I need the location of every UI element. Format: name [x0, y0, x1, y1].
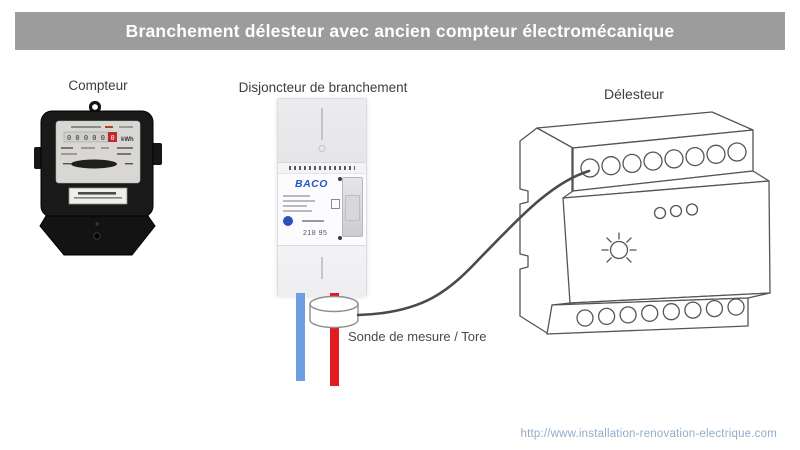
meter-register-unit: kWh: [121, 137, 134, 143]
breaker-screw-icon: [338, 177, 342, 181]
meter-cover-screw: [93, 232, 101, 240]
indicator-holes: [653, 203, 699, 220]
breaker-toggle-lever: [342, 177, 363, 237]
breaker-bottom-panel: [278, 245, 366, 296]
breaker-brand-logo: BACO: [295, 178, 328, 190]
breaker-top-panel: [278, 99, 366, 163]
din-side-wall: [519, 127, 573, 334]
breaker-screw-slot-icon: [321, 108, 323, 140]
breaker-label-panel: BACO 218 95: [278, 173, 366, 245]
meter-hook: [88, 100, 102, 114]
footer-url-link[interactable]: http://www.installation-renovation-elect…: [520, 428, 777, 440]
meter-right-clamp: [152, 143, 162, 165]
current-sensor-tore-illustration: [309, 295, 359, 329]
sensor-label: Sonde de mesure / Tore: [348, 329, 487, 344]
breaker-screw-icon: [338, 236, 342, 240]
load-shedder-label: Délesteur: [604, 86, 664, 102]
electromechanical-meter-illustration: 0 0 0 0 0 0 kWh: [34, 100, 162, 256]
breaker-barcode-strip: [278, 163, 366, 173]
meter-label: Compteur: [68, 78, 128, 93]
meter-disc-slot: [71, 159, 117, 169]
meter-register-digits: 0 0 0 0 0: [67, 134, 105, 142]
breaker-screw-dot-icon: [318, 145, 326, 152]
meter-register-red-digit: 0: [111, 134, 115, 142]
meter-register-red-digit-box: [108, 132, 117, 142]
load-shedder-illustration: [519, 111, 771, 335]
load-shedder-body: [562, 180, 771, 304]
lamp-icon: [601, 232, 637, 263]
circuit-breaker-illustration: BACO 218 95: [277, 98, 367, 296]
breaker-model-number: 218 95: [303, 230, 328, 237]
nf-mark-icon: [283, 216, 293, 226]
phase-wire-red: [330, 293, 339, 386]
meter-nameplate: [68, 187, 128, 205]
breaker-rating-symbol: [331, 199, 340, 209]
breaker-screw-slot-icon: [321, 257, 323, 279]
barcode-icon: [289, 166, 355, 170]
page-title: Branchement délesteur avec ancien compte…: [15, 12, 785, 50]
meter-face: [55, 120, 141, 184]
neutral-wire-blue: [296, 293, 305, 381]
breaker-label: Disjoncteur de branchement: [238, 80, 408, 95]
